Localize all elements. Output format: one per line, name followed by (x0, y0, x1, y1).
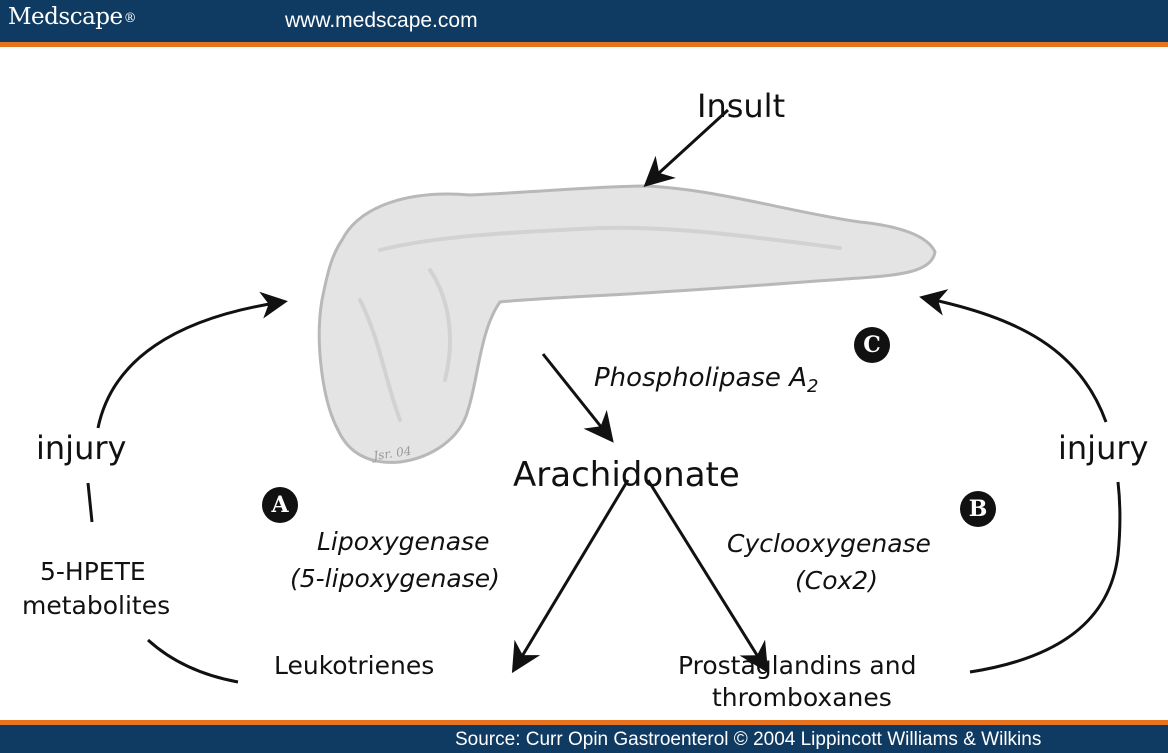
leukotrienes-label: Leukotrienes (274, 651, 434, 680)
medscape-logo: Medscape® (8, 4, 136, 30)
badge-a: A (262, 487, 298, 523)
registered-mark: ® (124, 11, 137, 26)
right-loop-arrow (925, 298, 1106, 422)
injury-right-label: injury (1058, 429, 1148, 467)
cyclooxygenase-label: Cyclooxygenase (727, 529, 931, 558)
left-loop-arrow (98, 302, 282, 428)
phospholipase-label: Phospholipase A2 (594, 363, 818, 397)
left-loop-lower (148, 640, 238, 682)
cox2-label: (Cox2) (795, 566, 878, 595)
thromboxanes-label: thromboxanes (712, 683, 892, 712)
pancreatitis-pathway-diagram: Jsr. 04 Insult C Phospholipase A2 Arachi… (0, 47, 1168, 720)
insult-label: Insult (697, 87, 785, 125)
footer-bar: Source: Curr Opin Gastroenterol © 2004 L… (0, 725, 1168, 753)
prostaglandins-label: Prostaglandins and (678, 651, 916, 680)
arachidonate-label: Arachidonate (513, 455, 740, 495)
diagram-canvas: Jsr. 04 (0, 47, 1168, 720)
phospholipase-subscript: 2 (807, 376, 818, 397)
left-loop-connector (88, 483, 92, 522)
injury-left-label: injury (36, 429, 126, 467)
hpete-label: 5-HPETE (40, 557, 146, 586)
lipoxygenase-label: Lipoxygenase (317, 527, 489, 556)
5-lipoxygenase-label: (5-lipoxygenase) (290, 564, 500, 593)
phospholipase-name: Phospholipase A (594, 363, 807, 393)
badge-b: B (960, 491, 996, 527)
lipoxygenase-arrow (515, 480, 628, 668)
source-citation: Source: Curr Opin Gastroenterol © 2004 L… (455, 729, 1041, 751)
cyclooxygenase-arrow (648, 480, 765, 668)
header-bar: Medscape® www.medscape.com (0, 0, 1168, 42)
site-url: www.medscape.com (285, 9, 478, 33)
badge-c: C (854, 327, 890, 363)
metabolites-label: metabolites (22, 591, 170, 620)
brand-name: Medscape (8, 4, 123, 30)
